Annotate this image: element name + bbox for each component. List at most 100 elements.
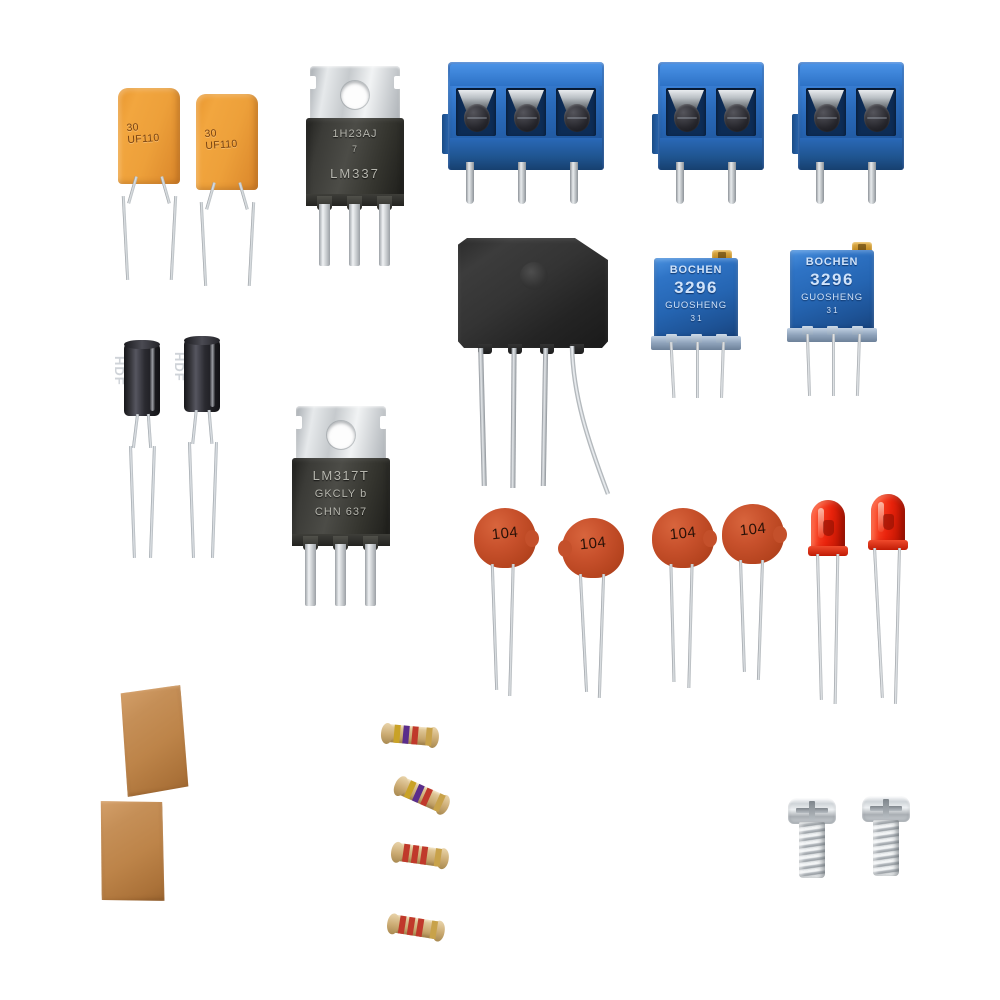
led-reflector-cup (883, 514, 894, 530)
ptc-fuse-lead-right2 (169, 195, 178, 281)
trimpot-model: 3296 (810, 270, 854, 289)
bridge-lead-3 (540, 347, 548, 487)
ceramic-cap-3: 104 (652, 508, 717, 698)
trimpot-a[interactable]: BOCHEN 3296 GUOSHENG 3 1 (651, 250, 741, 400)
to220-tab-notch-left (309, 76, 316, 89)
trimpot-pad-2 (827, 326, 838, 335)
electrolytic-cap-lead-left (131, 413, 139, 449)
to220-tab-notch-right (380, 416, 387, 429)
electrolytic-cap-polarity-stripe (210, 341, 215, 407)
to220-pin-1 (305, 544, 316, 606)
electrolytic-cap-top (124, 340, 160, 349)
trimpot-brand: BOCHEN (805, 256, 859, 268)
ceramic-cap-bump (773, 526, 787, 543)
led-reflector-cup (823, 520, 834, 536)
trimpot-pad-1 (666, 334, 677, 343)
trimpot-scale-marking: 3 1 (690, 314, 702, 323)
terminal-pin-2 (728, 162, 736, 204)
terminal-clamp-1 (808, 90, 844, 110)
trimpot-lead-1 (669, 341, 676, 399)
trimpot-body (790, 250, 874, 332)
terminal-pin-2 (868, 162, 876, 204)
terminal-screw-1[interactable] (674, 104, 700, 132)
electrolytic-cap-top (184, 336, 220, 345)
electrolytic-cap-2: HDF (172, 336, 220, 559)
trimpot-scale-marking: 3 1 (826, 306, 838, 315)
bridge-foot-1 (478, 344, 492, 354)
screw-threaded-shaft (873, 820, 899, 876)
terminal-pin-3 (570, 162, 578, 204)
ptc-fuse-marking: 30 UF110 (126, 121, 160, 146)
led-flange (808, 546, 848, 556)
trimpot-lead-3 (720, 341, 726, 399)
screw-phillips-slot-v (809, 801, 815, 820)
to220-pin-3 (379, 204, 390, 266)
trimpot-lead-1 (805, 333, 812, 397)
to220-tab-notch-right (394, 76, 401, 89)
electrolytic-cap-1: HDF (112, 340, 160, 559)
lm337-logo: 7 (351, 144, 358, 154)
terminal-screw-1[interactable] (814, 104, 840, 132)
ptc-fuse-lead-left2 (121, 195, 130, 281)
terminal-screw-1[interactable] (464, 104, 490, 132)
ceramic-cap-lead-left (739, 559, 746, 673)
terminal-screw-2[interactable] (514, 104, 540, 132)
terminal-block-top-face (800, 64, 902, 86)
terminal-clamp-1 (458, 90, 494, 110)
terminal-block-side-wing (792, 114, 800, 154)
lm317-part-number: LM317T (312, 468, 370, 483)
terminal-screw-2[interactable] (724, 104, 750, 132)
terminal-block-3p[interactable] (442, 62, 608, 204)
terminal-pin-1 (676, 162, 684, 204)
trimpot-pad-3 (852, 326, 863, 335)
ceramic-cap-lead-right (756, 559, 765, 681)
terminal-block-top-face (450, 64, 602, 86)
ptc-fuse-body (196, 94, 258, 190)
terminal-screw-3[interactable] (564, 104, 590, 132)
regulator-lm317: LM317T GKCLY b CHN 637 (292, 406, 390, 606)
to220-mounting-hole (327, 421, 355, 449)
ptc-fuse-marking: 30 UF110 (204, 127, 238, 152)
screw-1 (788, 798, 836, 898)
terminal-clamp-3 (558, 90, 594, 110)
bridge-rectifier-marking-dot (520, 262, 548, 290)
electrolytic-cap-lead-left2 (187, 441, 195, 559)
terminal-clamp-2 (858, 90, 894, 110)
regulator-lm337: 1H23AJ 7 LM337 (306, 66, 404, 266)
electrolytic-cap-lead-right2 (149, 445, 156, 559)
ceramic-cap-disc (562, 518, 624, 578)
lm337-date-code: 1H23AJ (332, 128, 378, 140)
ptc-fuse-notch (216, 196, 238, 213)
ceramic-cap-lead-left (669, 563, 676, 683)
terminal-pin-2 (518, 162, 526, 204)
ptc-fuse-notch (138, 190, 160, 207)
lm317-line3: CHN 637 (314, 506, 368, 518)
terminal-block-2p-a[interactable] (652, 62, 768, 204)
led-highlight (878, 502, 884, 532)
ptc-fuse-lead-right2 (247, 201, 256, 287)
terminal-block-side-wing (442, 114, 450, 154)
electrolytic-cap-lead-right (146, 413, 152, 449)
to220-mounting-hole (341, 81, 369, 109)
trimpot-body (654, 258, 738, 340)
trimpot-maker: GUOSHENG (665, 300, 727, 311)
electrolytic-cap-marking: HDF (112, 356, 127, 386)
ceramic-cap-bump (525, 530, 539, 547)
trimpot-lead-3 (855, 333, 862, 397)
trimpot-brand: BOCHEN (669, 264, 723, 276)
ceramic-cap-2: 104 (558, 518, 624, 708)
to220-pin-2 (349, 204, 360, 266)
terminal-clamp-2 (508, 90, 544, 110)
screw-2 (862, 796, 910, 896)
terminal-screw-2[interactable] (864, 104, 890, 132)
lm337-part-number: LM337 (330, 166, 380, 181)
terminal-block-2p-b[interactable] (792, 62, 908, 204)
trimpot-maker: GUOSHENG (801, 292, 863, 303)
trimpot-pad-2 (691, 334, 702, 343)
trimpot-pad-1 (802, 326, 813, 335)
to220-pin-1 (319, 204, 330, 266)
electrolytic-cap-lead-right2 (210, 441, 218, 559)
trimpot-b[interactable]: BOCHEN 3296 GUOSHENG 3 1 (787, 242, 877, 397)
terminal-pin-1 (466, 162, 474, 204)
